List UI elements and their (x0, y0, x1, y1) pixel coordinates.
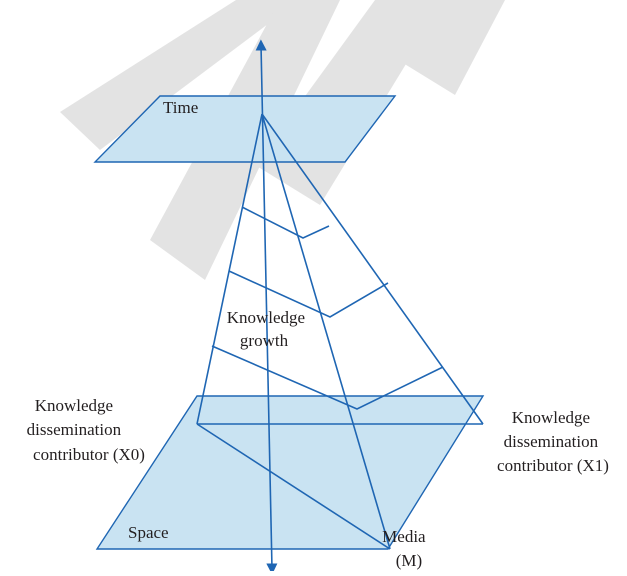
watermark-stroke-1 (60, 0, 300, 150)
contributor-x1-line-3: contributor (X1) (497, 456, 609, 475)
knowledge-growth-label: Knowledge growth (227, 308, 310, 350)
time-label: Time (163, 98, 198, 117)
contributor-x1-line-2: dissemination (504, 432, 599, 451)
web-line-1 (241, 206, 330, 239)
media-label: Media (M) (382, 527, 430, 570)
edge-x0-media (196, 423, 391, 550)
knowledge-growth-line-2: growth (240, 331, 289, 350)
knowledge-growth-line-1: Knowledge (227, 308, 305, 327)
contributor-x1-line-1: Knowledge (512, 408, 590, 427)
contributor-x0-label: Knowledge dissemination contributor (X0) (27, 396, 145, 464)
edge-apex-x1 (261, 113, 484, 425)
contributor-x0-line-2: dissemination (27, 420, 122, 439)
vertical-axis-arrow (255, 39, 278, 575)
watermark-stroke-4 (390, 0, 505, 95)
space-plane (95, 395, 485, 550)
media-line-2: (M) (396, 551, 422, 570)
time-plane (93, 95, 397, 163)
edge-apex-media (261, 113, 391, 550)
media-line-1: Media (382, 527, 426, 546)
contributor-x0-line-1: Knowledge (35, 396, 113, 415)
space-label: Space (128, 523, 169, 542)
contributor-x1-label: Knowledge dissemination contributor (X1) (497, 408, 609, 475)
contributor-x0-line-3: contributor (X0) (33, 445, 145, 464)
edge-apex-x0 (196, 113, 263, 425)
pyramid-edges (196, 113, 484, 550)
